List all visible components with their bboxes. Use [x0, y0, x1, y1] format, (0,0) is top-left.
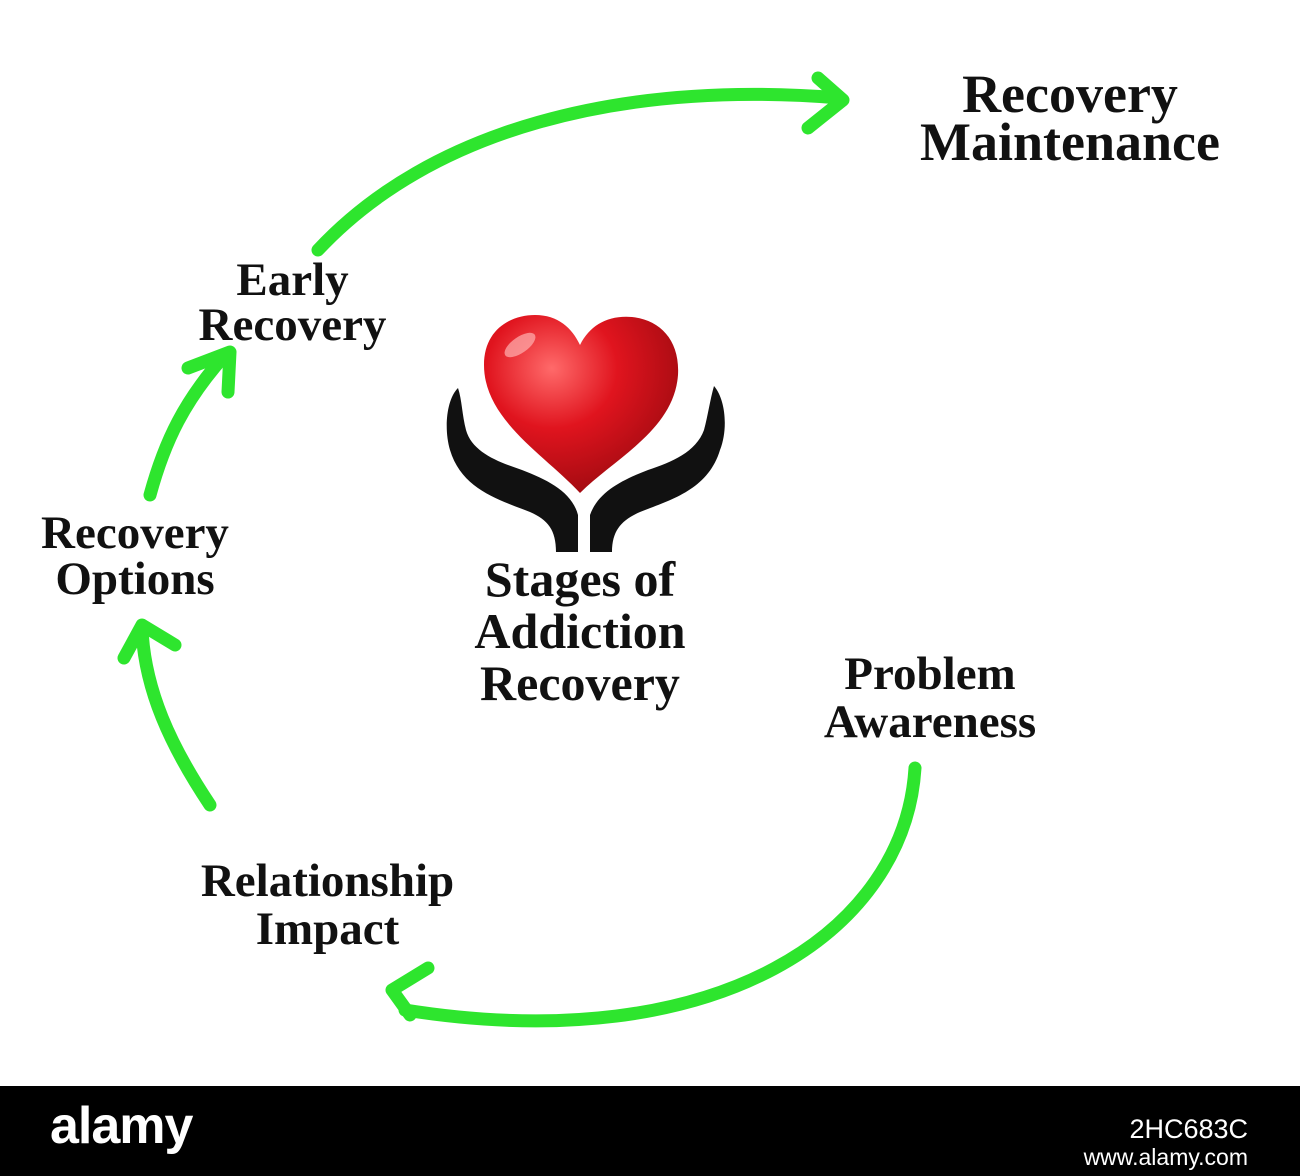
arrow-early-to-maintenance: [311, 87, 847, 257]
arrow-awareness-to-relationship: [398, 761, 922, 1028]
left-hand-icon: [446, 388, 578, 552]
hands-holding-heart-icon: [446, 315, 725, 552]
stage-early-recovery: Early Recovery: [160, 254, 425, 351]
center-title: Stages of Addiction Recovery: [420, 553, 740, 709]
stage-label-line: Early: [236, 254, 349, 306]
stage-label-line: Problem: [844, 648, 1016, 700]
center-title-line: Recovery: [480, 655, 680, 711]
arrowhead-relationship: [385, 961, 435, 1022]
alamy-logo: alamy: [50, 1097, 193, 1155]
right-hand-icon: [590, 386, 725, 552]
arrowhead-early: [181, 345, 237, 399]
center-title-line: Addiction: [474, 603, 686, 659]
stages-diagram: Recovery Maintenance Early Recovery Reco…: [10, 64, 1270, 1028]
stage-recovery-options: Recovery Options: [10, 507, 260, 605]
watermark-footer: alamy 2HC683C www.alamy.com: [0, 1086, 1300, 1176]
arrow-relationship-to-options: [135, 623, 217, 812]
arrowhead-options: [117, 618, 182, 665]
stage-label-line: Recovery: [41, 507, 229, 559]
image-code: 2HC683C: [1129, 1114, 1248, 1144]
stage-label-line: Options: [55, 553, 215, 605]
heart-highlight: [504, 332, 536, 358]
heart-icon: [484, 315, 679, 493]
stage-label-line: Relationship: [200, 855, 455, 907]
stage-label-line: Recovery: [198, 299, 387, 351]
stage-label-line: Impact: [255, 903, 400, 955]
arrow-options-to-early: [143, 348, 232, 502]
center-title-line: Stages of: [484, 551, 676, 607]
stage-relationship-impact: Relationship Impact: [160, 857, 495, 953]
stage-recovery-maintenance: Recovery Maintenance: [870, 64, 1270, 172]
arrowhead-maintenance: [801, 71, 850, 135]
stage-label-line: Recovery: [962, 64, 1178, 124]
stage-label-line: Maintenance: [920, 112, 1220, 172]
stage-problem-awareness: Problem Awareness: [780, 650, 1080, 746]
stage-label-line: Awareness: [823, 696, 1037, 748]
arrows-layer: [117, 71, 922, 1028]
alamy-url: www.alamy.com: [1083, 1144, 1248, 1170]
